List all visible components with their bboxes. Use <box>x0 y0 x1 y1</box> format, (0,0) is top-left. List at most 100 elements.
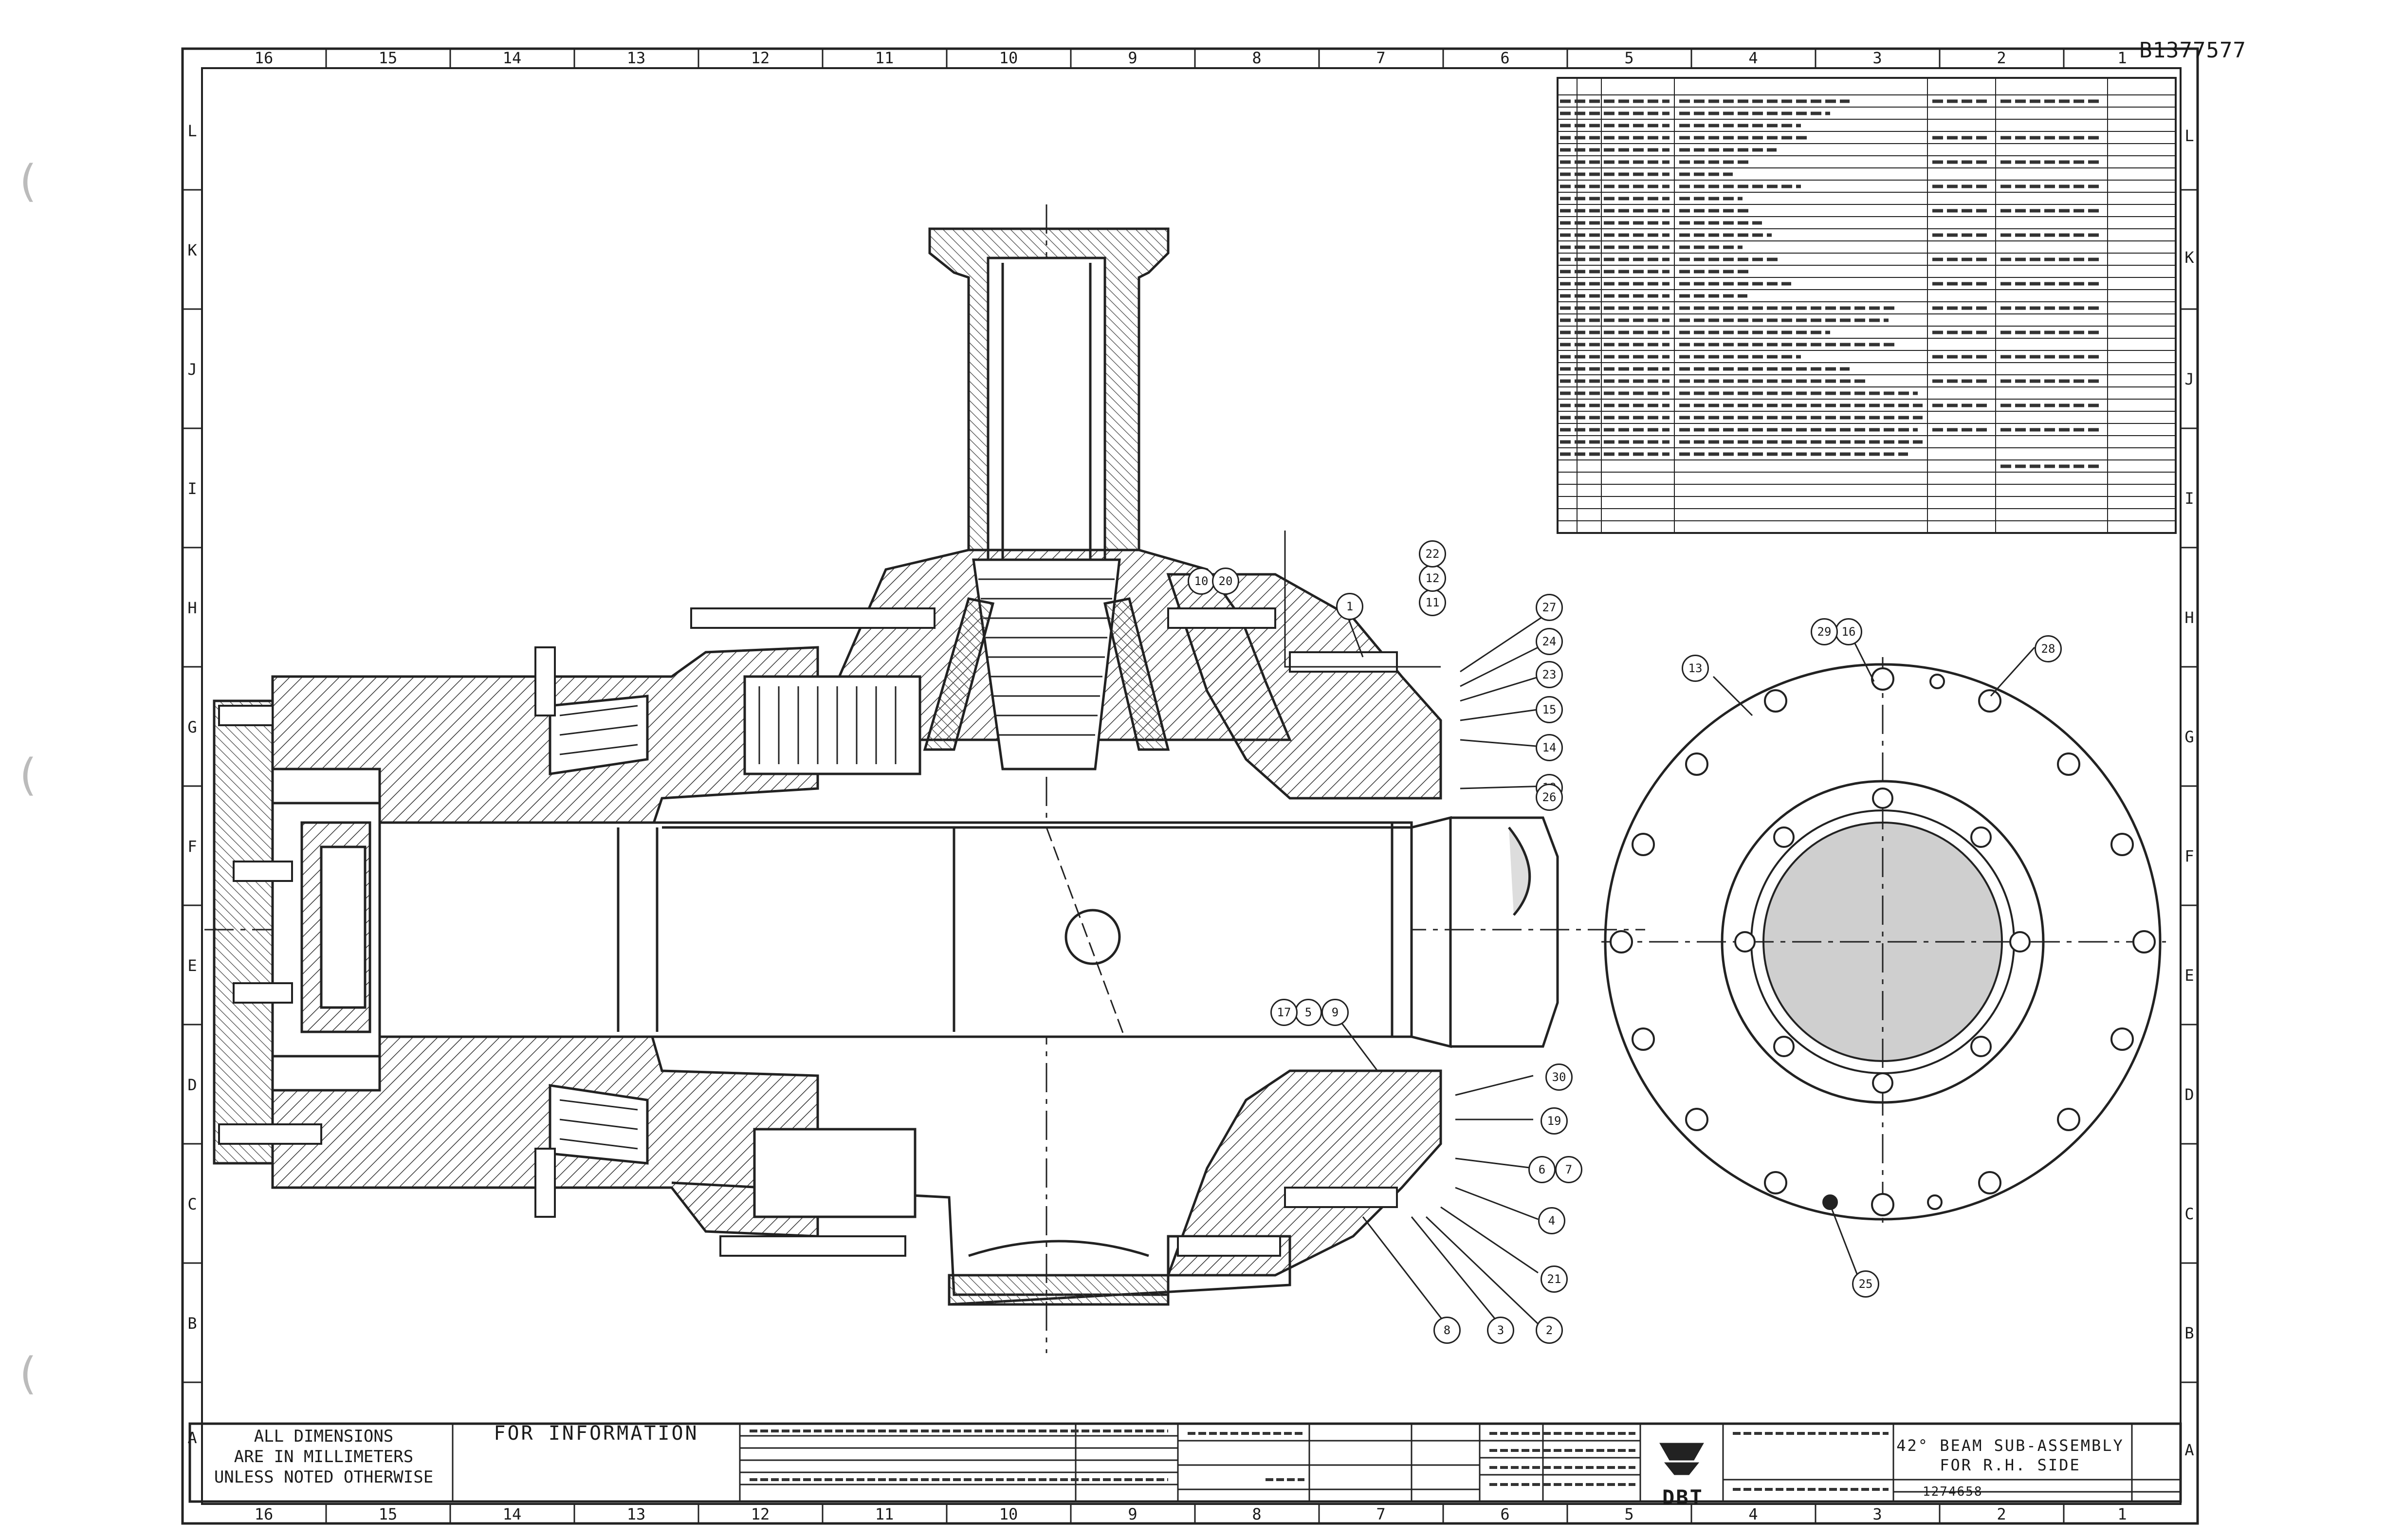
row-label: J <box>2184 370 2194 388</box>
zone-label: 2 <box>1997 1505 2006 1523</box>
item-balloon: 30 <box>1545 1063 1573 1091</box>
leader-lines <box>1333 612 2036 1325</box>
zone-label: 12 <box>751 1505 770 1523</box>
row-label: B <box>187 1314 197 1333</box>
item-balloon: 8 <box>1433 1317 1461 1344</box>
zone-label: 10 <box>999 1505 1018 1523</box>
zone-label: 13 <box>626 49 646 67</box>
zone-label: 10 <box>999 49 1018 67</box>
zone-label: 11 <box>875 49 894 67</box>
item-balloon: 25 <box>1852 1270 1879 1298</box>
row-label: F <box>187 837 197 856</box>
note-line: ALL DIMENSIONS <box>254 1427 394 1446</box>
title-line: FOR R.H. SIDE <box>1940 1456 2081 1474</box>
row-label: A <box>2184 1441 2194 1459</box>
document-id: B1377577 <box>2139 38 2246 63</box>
item-balloon: 23 <box>1536 661 1563 688</box>
row-label: B <box>2184 1324 2194 1342</box>
item-balloon: 5 <box>1295 999 1322 1026</box>
zone-label: 9 <box>1128 49 1137 67</box>
row-label: K <box>2184 248 2194 267</box>
item-balloon: 16 <box>1835 618 1862 645</box>
row-label: D <box>187 1076 197 1094</box>
zone-label: 14 <box>502 1505 522 1523</box>
row-label: A <box>187 1429 197 1447</box>
row-label: I <box>187 479 197 498</box>
row-label: L <box>187 122 197 140</box>
row-label: E <box>2184 966 2194 985</box>
zone-label: 4 <box>1748 49 1758 67</box>
item-balloon: 13 <box>1682 655 1709 682</box>
zone-label: 1 <box>2117 49 2127 67</box>
item-balloon: 27 <box>1536 594 1563 621</box>
zone-label: 5 <box>1624 1505 1634 1523</box>
dimension-notes: ALL DIMENSIONS ARE IN MILLIMETERS UNLESS… <box>195 1426 453 1494</box>
row-label: F <box>2184 847 2194 865</box>
row-label: L <box>2184 127 2194 145</box>
row-label: G <box>187 718 197 736</box>
zone-label: 8 <box>1252 49 1262 67</box>
row-label: H <box>2184 608 2194 627</box>
note-line: UNLESS NOTED OTHERWISE <box>214 1467 434 1487</box>
item-balloon: 12 <box>1419 565 1446 592</box>
row-label: G <box>2184 728 2194 746</box>
item-balloon: 26 <box>1536 784 1563 811</box>
item-balloon: 24 <box>1536 628 1563 655</box>
zone-label: 7 <box>1376 49 1386 67</box>
punch-hole-mark: ( <box>19 1348 37 1399</box>
punch-hole-mark: ( <box>19 750 37 801</box>
drawing-number: 1274658 <box>1923 1485 1983 1499</box>
item-balloon: 4 <box>1538 1207 1565 1234</box>
item-balloon: 6 <box>1528 1156 1556 1183</box>
zone-label: 6 <box>1500 49 1510 67</box>
item-balloon: 28 <box>2035 635 2062 662</box>
for-information-stamp: FOR INFORMATION <box>494 1422 699 1445</box>
item-balloon: 14 <box>1536 734 1563 761</box>
row-label: K <box>187 241 197 259</box>
item-balloon: 7 <box>1555 1156 1582 1183</box>
punch-hole-mark: ( <box>19 156 37 207</box>
note-line: ARE IN MILLIMETERS <box>234 1447 414 1467</box>
zone-label: 16 <box>254 1505 274 1523</box>
row-label: J <box>187 360 197 379</box>
row-label: H <box>187 599 197 617</box>
flange-end-view <box>1601 657 2166 1227</box>
zone-label: 14 <box>502 49 522 67</box>
zone-label: 11 <box>875 1505 894 1523</box>
zone-label: 6 <box>1500 1505 1510 1523</box>
zone-label: 2 <box>1997 49 2006 67</box>
zone-label: 12 <box>751 49 770 67</box>
row-label: C <box>187 1195 197 1213</box>
zone-label: 15 <box>378 1505 398 1523</box>
item-balloon: 15 <box>1536 696 1563 723</box>
zone-label: 16 <box>254 49 274 67</box>
row-label: D <box>2184 1085 2194 1104</box>
zone-label: 15 <box>378 49 398 67</box>
zone-label: 3 <box>1872 1505 1882 1523</box>
item-balloon: 29 <box>1811 618 1838 645</box>
sheet-border <box>181 47 2199 1525</box>
item-balloon: 19 <box>1541 1107 1568 1135</box>
title-block <box>188 1422 2182 1503</box>
parts-list-table <box>1557 77 2177 534</box>
row-label: C <box>2184 1205 2194 1223</box>
item-balloon: 10 <box>1188 568 1215 595</box>
item-balloon: 20 <box>1212 568 1239 595</box>
item-balloon: 11 <box>1419 589 1446 616</box>
item-balloon: 1 <box>1336 593 1363 620</box>
item-balloon: 9 <box>1321 999 1349 1026</box>
row-label: E <box>187 956 197 975</box>
drawing-title: 42° BEAM SUB-ASSEMBLY FOR R.H. SIDE <box>1889 1436 2132 1475</box>
zone-label: 7 <box>1376 1505 1386 1523</box>
item-balloon: 21 <box>1541 1265 1568 1293</box>
zone-label: 4 <box>1748 1505 1758 1523</box>
zone-label: 1 <box>2117 1505 2127 1523</box>
brand-logo-text: DBT <box>1662 1485 1704 1509</box>
zone-label: 9 <box>1128 1505 1137 1523</box>
item-balloon: 17 <box>1270 999 1298 1026</box>
item-balloon: 3 <box>1487 1317 1514 1344</box>
title-line: 42° BEAM SUB-ASSEMBLY <box>1896 1436 2124 1455</box>
zone-label: 8 <box>1252 1505 1262 1523</box>
sectional-view <box>204 204 1645 1353</box>
zone-label: 13 <box>626 1505 646 1523</box>
